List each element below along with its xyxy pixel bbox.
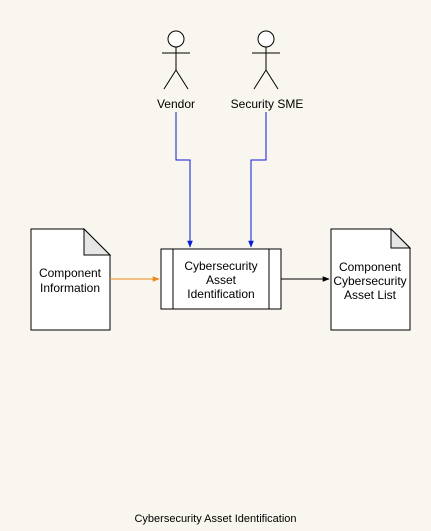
vendor-label: Vendor [157, 97, 195, 111]
security-sme-actor [252, 30, 280, 90]
process-label-line-1: Cybersecurity [184, 259, 257, 273]
component-information-document [30, 227, 112, 331]
security-sme-label: Security SME [231, 97, 304, 111]
vendor-to-process-edge [175, 112, 193, 248]
vendor-actor [162, 30, 190, 90]
component-cybersecurity-asset-list-document [330, 227, 412, 331]
diagram-caption: Cybersecurity Asset Identification [134, 513, 297, 525]
output-document-line-2: Cybersecurity [333, 274, 406, 288]
component-information-line-2: Information [40, 281, 100, 295]
process-label-line-3: Identification [187, 287, 254, 301]
output-document-line-1: Component [339, 260, 402, 274]
output-document-line-3: Asset List [344, 288, 397, 302]
security-sme-to-process-edge [248, 112, 267, 248]
process-label-line-2: Asset [206, 273, 237, 287]
component-information-line-1: Component [39, 266, 102, 280]
